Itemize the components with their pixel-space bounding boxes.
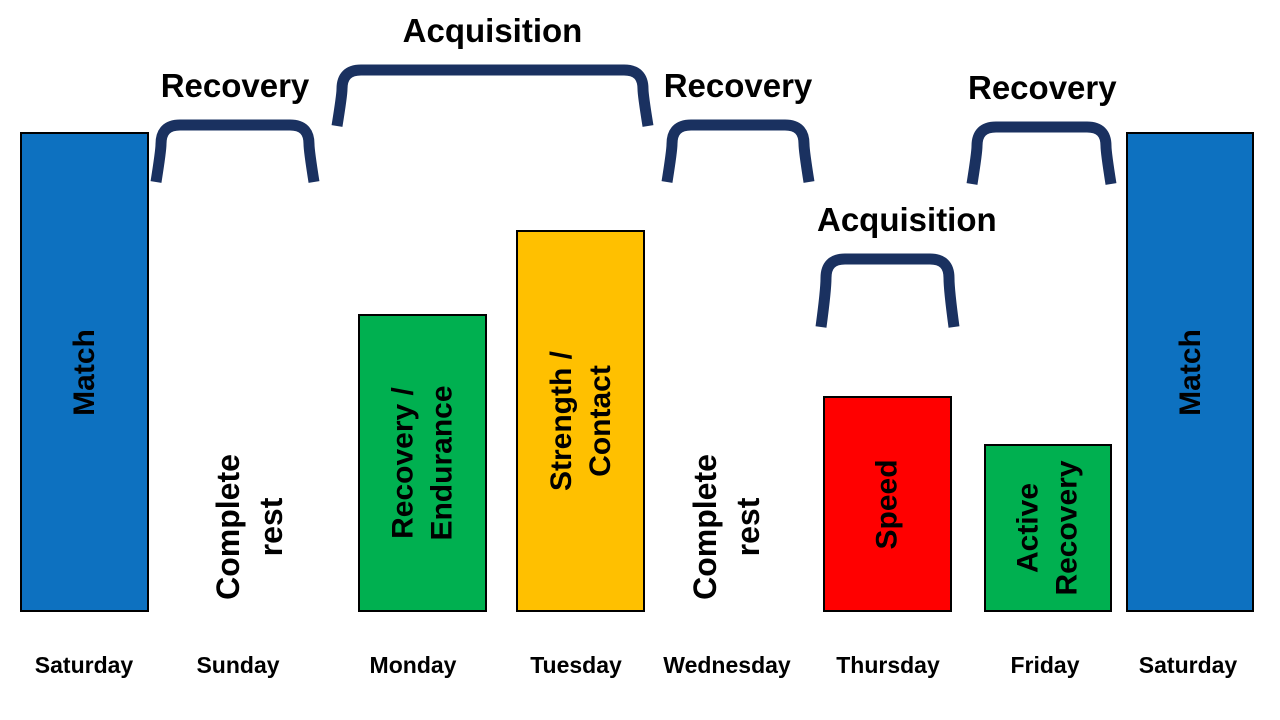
phase-bracket-icon: [331, 64, 654, 127]
day-label-sunday-1: Sunday: [196, 652, 280, 678]
bar-label: Recovery /Endurance: [384, 385, 462, 540]
day-label-monday-2: Monday: [369, 652, 457, 678]
bar-label-line: Strength /: [544, 351, 578, 491]
phase-bracket-icon: [966, 121, 1117, 185]
rest-label-line: Complete: [210, 454, 246, 600]
phase-label-acquisition-3: Acquisition: [817, 201, 997, 238]
bar-label-line: Active: [1012, 482, 1045, 574]
bar-recovery-endurance-monday: Recovery /Endurance: [358, 314, 487, 612]
bar-label-line: Recovery /: [386, 387, 420, 539]
rest-label-line: rest: [730, 497, 766, 557]
bar-label: Strength /Contact: [542, 351, 620, 491]
bar-label-line: Contact: [583, 365, 617, 477]
bar-strength-contact-tuesday: Strength /Contact: [516, 230, 645, 612]
bar-label: Speed: [868, 459, 907, 549]
day-label-tuesday-3: Tuesday: [530, 652, 622, 678]
rest-label-line: rest: [253, 497, 289, 557]
bar-label-line: Endurance: [425, 385, 459, 541]
bar-label-line: Match: [68, 328, 101, 416]
phase-label-acquisition-1: Acquisition: [402, 12, 583, 49]
bar-label-line: Recovery: [1051, 460, 1084, 596]
rest-label-line: Complete: [687, 454, 723, 600]
bar-label-line: Speed: [871, 458, 904, 550]
bar-label: Match: [65, 329, 104, 416]
day-label-thursday-5: Thursday: [836, 652, 940, 678]
day-label-saturday-0: Saturday: [34, 652, 134, 678]
phase-bracket-icon: [150, 119, 320, 183]
phase-label-recovery-2: Recovery: [663, 67, 813, 104]
phase-bracket-icon: [661, 119, 815, 183]
day-label-wednesday-4: Wednesday: [663, 652, 791, 678]
phase-label-recovery-0: Recovery: [160, 67, 310, 104]
phase-bracket-icon: [815, 253, 960, 328]
bar-label: Match: [1171, 329, 1210, 416]
bar-label-line: Match: [1173, 328, 1207, 416]
phase-label-recovery-4: Recovery: [968, 69, 1117, 106]
bar-speed-thursday: Speed: [823, 396, 952, 612]
bar-match-saturday: Match: [1126, 132, 1254, 612]
day-label-saturday-7: Saturday: [1138, 652, 1238, 678]
day-label-friday-6: Friday: [1010, 652, 1080, 678]
bar-match-saturday: Match: [20, 132, 149, 612]
